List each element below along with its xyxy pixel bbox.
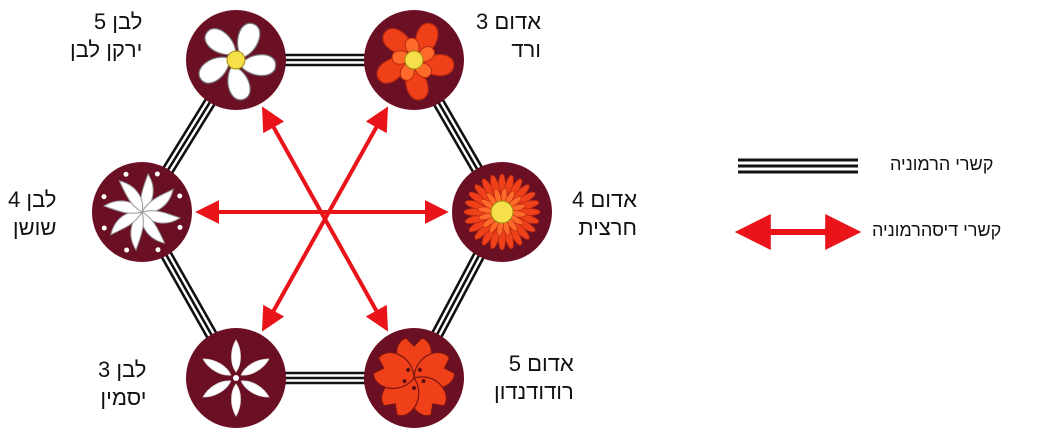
node-flower-name: רודודנדון (494, 379, 574, 404)
harmony-edges (136, 53, 508, 385)
node-red5 (364, 328, 464, 428)
node-number: אדום 3 (476, 9, 542, 34)
node-white4 (92, 162, 192, 262)
plumeria-icon (198, 22, 277, 101)
chrysanthemum-icon (463, 173, 541, 251)
node-white3 (186, 328, 286, 428)
flower-nodes (92, 10, 552, 428)
node-flower-name: חרצית (578, 215, 638, 240)
legend-harmony-line (738, 158, 858, 174)
node-number: לבן 3 (98, 357, 147, 382)
label-white3: לבן 3 יסמין (98, 356, 146, 412)
node-number: לבן 4 (8, 187, 57, 212)
node-number: אדום 5 (508, 351, 574, 376)
node-flower-name: שושן (12, 215, 57, 240)
rhododendron-icon (372, 337, 456, 417)
lily-icon (101, 171, 183, 253)
legend-harmony-label: קשרי הרמוניה (890, 154, 994, 174)
label-red3: אדום 3 ורד (476, 8, 541, 64)
disharmony-arrows (195, 106, 449, 332)
rose-icon (376, 22, 455, 101)
label-red4: אדום 4 חרצית (572, 186, 637, 242)
node-number: לבן 5 (93, 9, 143, 34)
node-number: אדום 4 (572, 187, 638, 212)
legend-disharmony-label: קשרי דיסהרמוניה (872, 220, 1002, 240)
node-flower-name: ורד (511, 37, 542, 62)
node-flower-name: ירקן לבן (70, 37, 143, 62)
node-red3 (364, 10, 464, 110)
jasmine-icon (202, 339, 270, 417)
node-white5 (186, 10, 286, 110)
label-white5: לבן 5 ירקן לבן (70, 8, 142, 64)
label-red5: אדום 5 רודודנדון (494, 350, 574, 406)
legend (734, 158, 862, 250)
label-white4: לבן 4 שושן (8, 186, 56, 242)
node-flower-name: יסמין (100, 385, 147, 410)
node-red4 (452, 162, 552, 262)
